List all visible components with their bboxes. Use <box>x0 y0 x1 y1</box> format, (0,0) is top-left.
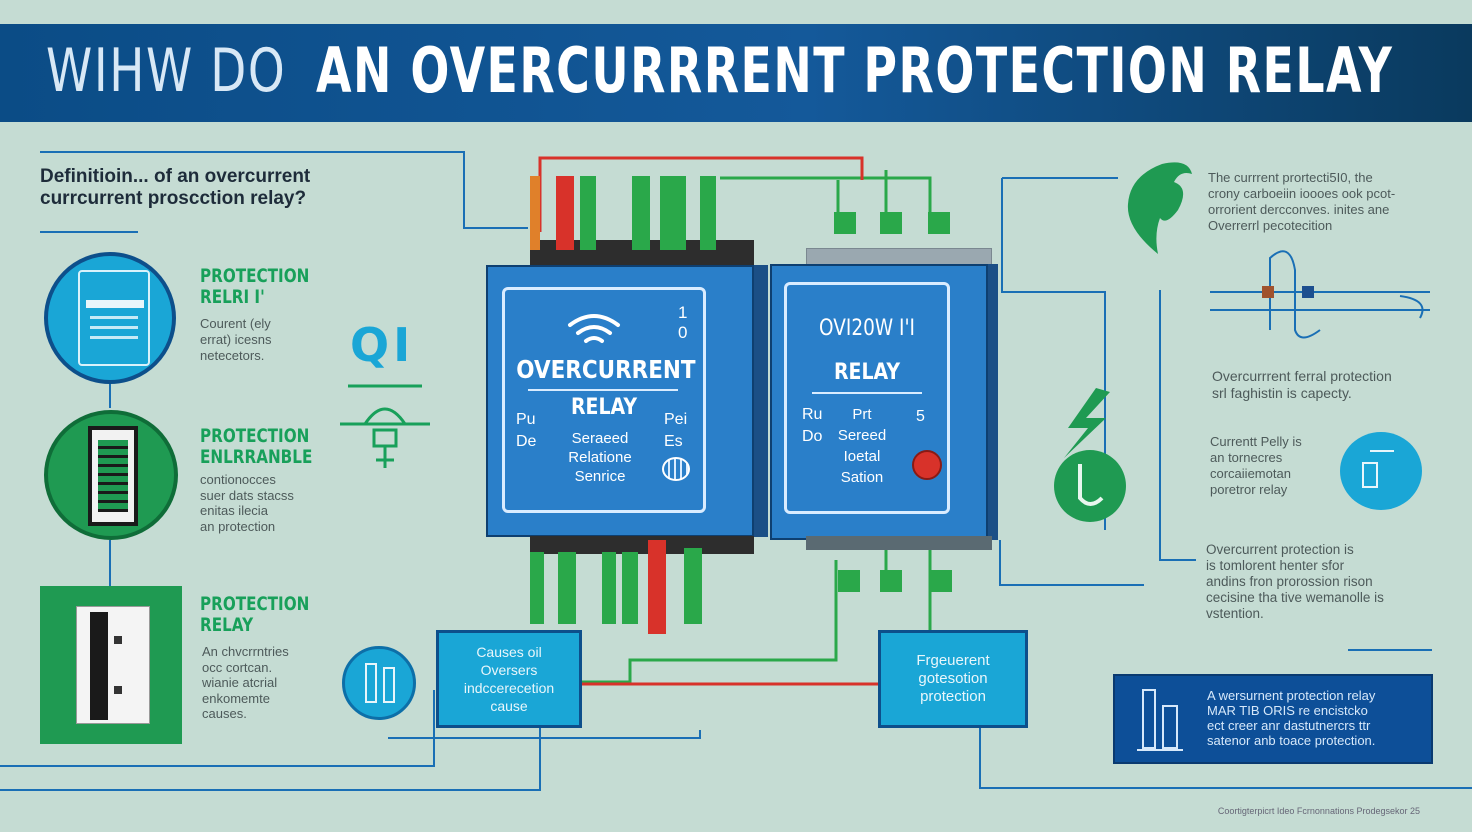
title-part-1: WIHW DO <box>46 36 287 106</box>
item-2-description: contionocces suer dats stacss enitas ile… <box>200 472 294 534</box>
relay-left-body: OVERCURRENT RELAY Pu De Seraeed Relation… <box>486 265 754 537</box>
relay-right-right-column: 5 <box>916 408 925 425</box>
terminal-screw <box>880 212 902 234</box>
title-part-2: AN OVERCURRRENT PROTECTION RELAY <box>316 34 1394 107</box>
wire-terminal <box>602 552 616 624</box>
right-note-3: Currentt Pelly is an tornecres corcaiiem… <box>1210 434 1302 497</box>
item-3-description: An chvcrrntries occ cortcan. wianie atcr… <box>202 644 289 721</box>
causes-box: Causes oil Oversers indccerecetion cause <box>436 630 582 728</box>
item-1-description: Courent (ely errat) icesns netecetors. <box>200 316 272 363</box>
item-1-heading: PROTECTION RELRI I' <box>200 265 310 308</box>
wire-terminal <box>556 176 574 250</box>
relay-left-title: OVERCURRENT <box>516 355 696 384</box>
relay-right-title: OVI20W I'I <box>819 316 915 341</box>
gauge-icon <box>662 457 690 481</box>
right-note-4: Overcurrent protection is is tomlorent h… <box>1206 542 1384 621</box>
leaf-icon <box>1127 162 1192 254</box>
wire-terminal <box>700 176 716 250</box>
circuit-board-icon <box>44 410 178 540</box>
corner-note-text: A wersurnent protection relay MAR TIB OR… <box>1207 688 1376 748</box>
capacitor-icon <box>342 646 416 720</box>
transformer-icon <box>340 384 430 468</box>
wifi-icon <box>568 314 620 343</box>
wire-terminal <box>632 176 650 250</box>
relay-right-left-column: Ru Do <box>802 406 823 445</box>
relay-plug-icon <box>1340 432 1422 510</box>
wire-terminal <box>530 552 544 624</box>
relay-right-bottom-plate <box>806 536 992 550</box>
corner-note-box: A wersurnent protection relay MAR TIB OR… <box>1113 674 1433 764</box>
item-2-heading: PROTECTION ENLRRANBLE <box>200 425 313 468</box>
item-3-heading: PROTECTION RELAY <box>200 593 310 636</box>
relay-right-center-column: Prt Sereed Ioetal Sation <box>837 406 887 486</box>
wire-terminal <box>530 176 540 250</box>
terminal-screw <box>838 570 860 592</box>
terminal-screw <box>880 570 902 592</box>
relay-right-subtitle: RELAY <box>833 360 901 385</box>
terminal-screw <box>834 212 856 234</box>
footer-credit: Coortigterpicrt Ideo Fcrnonnations Prode… <box>1217 806 1420 816</box>
wire-terminal <box>660 176 686 250</box>
wire-terminal <box>648 540 666 634</box>
center-symbol-label: QI <box>350 318 415 372</box>
title-banner <box>0 24 1472 122</box>
right-note-2: Overcurrrent ferral protection srl faghi… <box>1212 368 1392 401</box>
frequency-protection-box: Frgeuerent gotesotion protection <box>878 630 1028 728</box>
relay-left-center-column: Seraeed Relatione Senrice <box>568 430 632 485</box>
right-note-1: The currrent prortecti5I0, the crony car… <box>1208 170 1396 233</box>
breaker-module-icon <box>40 586 182 744</box>
wire-terminal <box>622 552 638 624</box>
terminal-screw <box>930 570 952 592</box>
wire-terminal <box>558 552 576 624</box>
terminal-screw <box>928 212 950 234</box>
relay-left-left-column: Pu De <box>516 411 537 450</box>
wire-terminal <box>580 176 596 250</box>
relay-left-corner-label: 1 0 <box>678 303 688 342</box>
relay-left-right-column: Pei Es <box>664 411 688 450</box>
definition-heading: Definitioin... of an overcurrent currcur… <box>40 166 311 209</box>
wire-terminal <box>684 548 702 624</box>
relay-left-subtitle: RELAY <box>570 395 638 420</box>
fault-indicator-icon <box>912 450 942 480</box>
relay-display-icon <box>44 252 176 384</box>
fuse-holder-icon <box>1137 689 1183 751</box>
lightning-plug-icon <box>1054 388 1126 522</box>
relay-right-body: OVI20W I'I RELAY Ru Do Prt Sereed Ioetal… <box>770 264 988 540</box>
